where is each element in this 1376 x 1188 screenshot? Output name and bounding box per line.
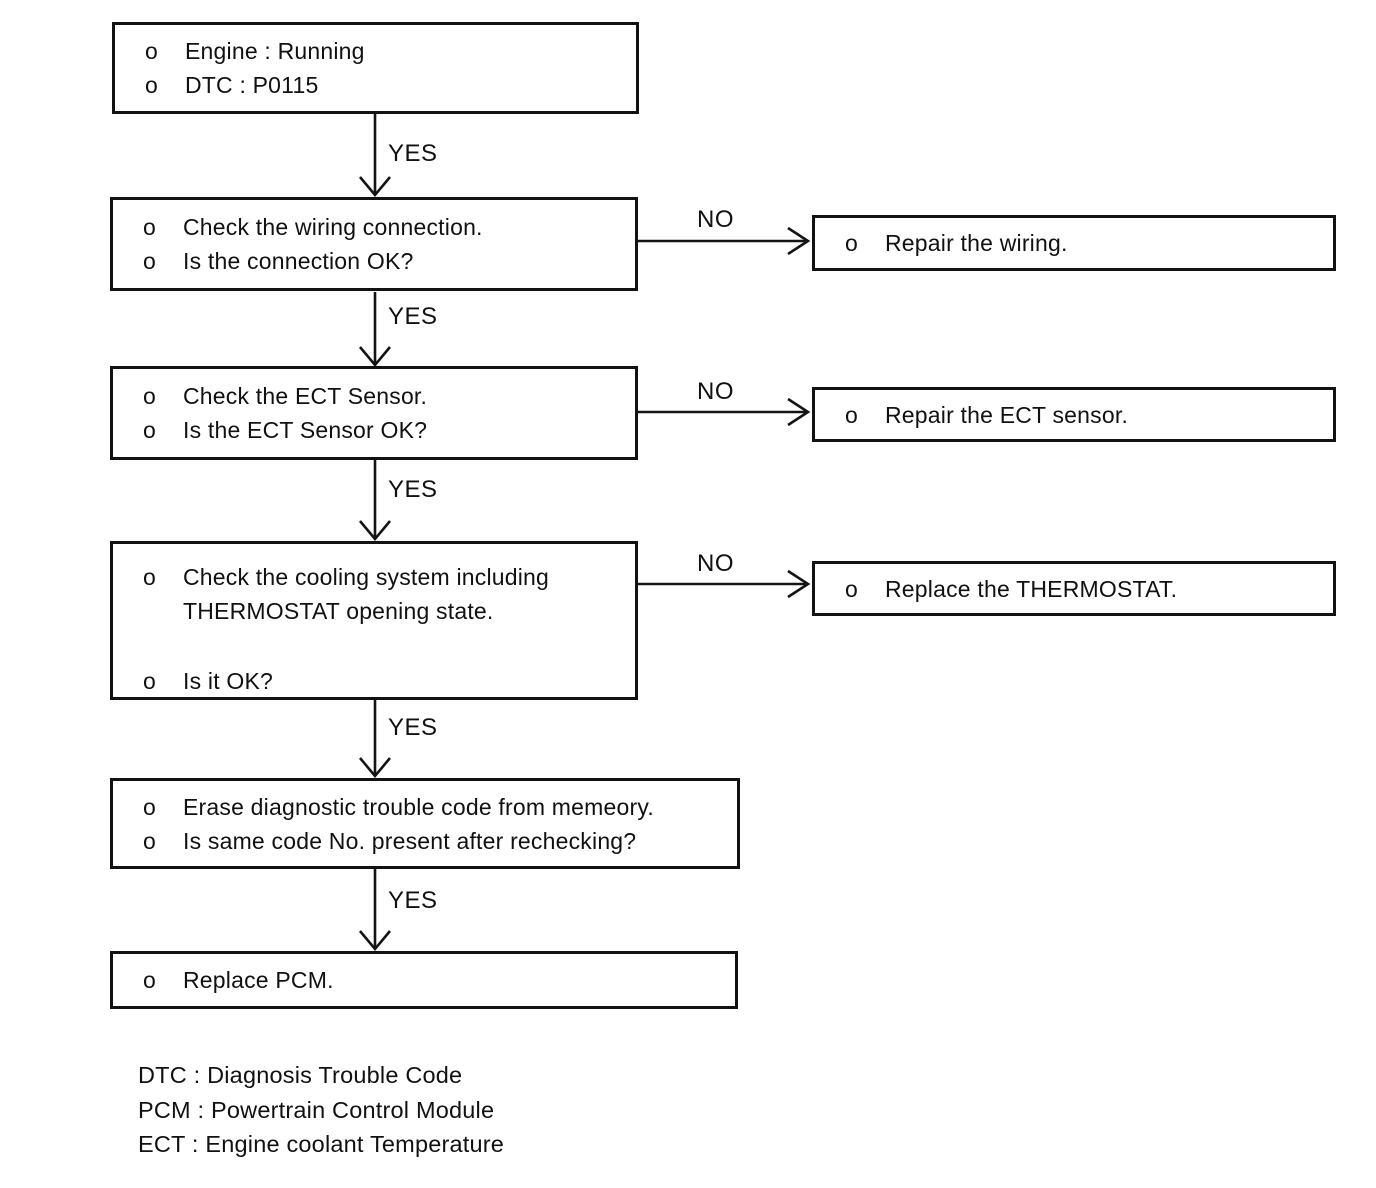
list-item: o Replace PCM.	[143, 963, 717, 997]
node-text: Check the ECT Sensor.	[183, 383, 428, 409]
yes-label: YES	[388, 476, 438, 503]
legend-line-pcm: PCM : Powertrain Control Module	[138, 1096, 495, 1123]
bullet-marker: o	[143, 214, 156, 240]
yes-label: YES	[388, 887, 438, 914]
node-text: Repair the ECT sensor.	[885, 401, 1129, 428]
node-text: Is the ECT Sensor OK?	[183, 417, 428, 443]
node-erase-dtc: o Erase diagnostic trouble code from mem…	[110, 778, 740, 869]
yes-label: YES	[388, 303, 438, 330]
node-check-ect-sensor: o Check the ECT Sensor. o Is the ECT Sen…	[110, 366, 638, 460]
legend-line-dtc: DTC : Diagnosis Trouble Code	[138, 1062, 463, 1088]
list-item: o Repair the ECT sensor.	[845, 398, 1315, 432]
list-item: o Is the connection OK?	[143, 244, 617, 278]
bullet-marker: o	[143, 383, 156, 409]
node-replace-thermostat: o Replace the THERMOSTAT.	[812, 561, 1336, 616]
bullet-marker: o	[845, 230, 858, 256]
node-text: Replace PCM.	[183, 967, 334, 993]
node-replace-pcm: o Replace PCM.	[110, 951, 738, 1009]
list-item: o Repair the wiring.	[845, 226, 1315, 260]
node-text: DTC : P0115	[185, 72, 319, 98]
node-text: Check the wiring connection.	[183, 214, 483, 240]
bullet-marker: o	[143, 417, 156, 443]
no-label: NO	[697, 550, 734, 577]
bullet-marker: o	[145, 72, 158, 98]
list-item: o Check the ECT Sensor.	[143, 379, 617, 413]
list-item: o Replace the THERMOSTAT.	[845, 572, 1315, 606]
bullet-marker: o	[143, 967, 156, 993]
list-item: o Erase diagnostic trouble code from mem…	[143, 790, 719, 824]
bullet-marker: o	[845, 575, 858, 602]
bullet-marker: o	[145, 38, 158, 64]
list-item: o Check the wiring connection.	[143, 210, 617, 244]
node-text: Erase diagnostic trouble code from memeo…	[183, 793, 654, 820]
yes-label: YES	[388, 714, 438, 741]
list-item: o Check the cooling system including THE…	[143, 560, 617, 628]
legend-line-ect: ECT : Engine coolant Temperature	[138, 1131, 505, 1157]
bullet-marker: o	[143, 668, 156, 694]
list-item: o Is it OK?	[143, 664, 617, 698]
node-text: Replace the THERMOSTAT.	[885, 575, 1178, 602]
list-item: o Engine : Running	[145, 34, 618, 68]
node-text: Is it OK?	[183, 668, 273, 694]
node-check-wiring: o Check the wiring connection. o Is the …	[110, 197, 638, 291]
no-label: NO	[697, 206, 734, 233]
node-check-cooling-system: o Check the cooling system including THE…	[110, 541, 638, 700]
bullet-marker: o	[143, 793, 156, 820]
node-text: Is the connection OK?	[183, 248, 414, 274]
list-item: o Is the ECT Sensor OK?	[143, 413, 617, 447]
no-label: NO	[697, 378, 734, 405]
yes-label: YES	[388, 140, 438, 167]
node-repair-wiring: o Repair the wiring.	[812, 215, 1336, 271]
node-repair-ect-sensor: o Repair the ECT sensor.	[812, 387, 1336, 442]
bullet-marker: o	[143, 564, 156, 590]
list-item: o Is same code No. present after recheck…	[143, 824, 719, 858]
node-start-conditions: o Engine : Running o DTC : P0115	[112, 22, 639, 114]
node-text: Check the cooling system including THERM…	[183, 564, 550, 624]
list-item: o DTC : P0115	[145, 68, 618, 102]
node-text: Repair the wiring.	[885, 230, 1068, 256]
node-text: Engine : Running	[185, 38, 365, 64]
bullet-marker: o	[143, 248, 156, 274]
bullet-marker: o	[845, 401, 858, 428]
abbreviation-legend: DTC : Diagnosis Trouble Code PCM : Power…	[138, 1058, 504, 1162]
bullet-marker: o	[143, 827, 156, 854]
node-text: Is same code No. present after recheckin…	[183, 827, 637, 854]
